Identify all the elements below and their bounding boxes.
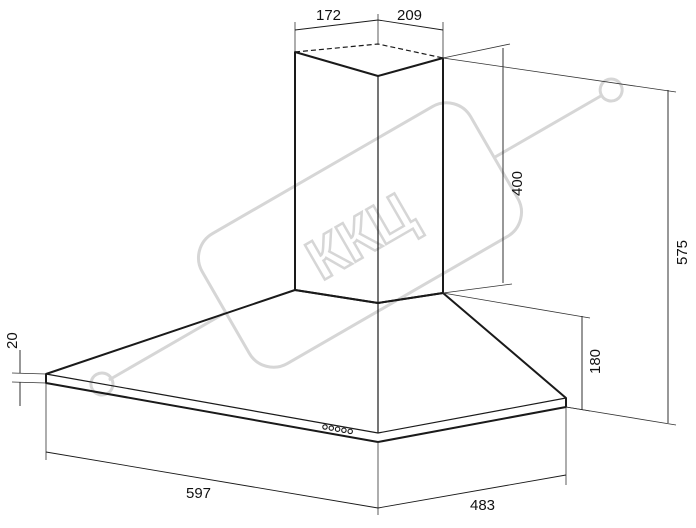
- dim-total-height: 575: [442, 57, 691, 426]
- dim-label-hood-width: 597: [186, 485, 211, 502]
- dim-chimney-width: 172: [294, 7, 379, 52]
- dim-label-total-height: 575: [674, 240, 691, 265]
- dim-label-chimney-depth: 209: [397, 7, 422, 24]
- control-button-3: [334, 426, 341, 432]
- control-button-4: [341, 427, 347, 434]
- watermark-logo: ККЦ: [89, 77, 624, 397]
- control-button-2: [328, 425, 335, 431]
- dim-chimney-depth: 209: [377, 7, 444, 58]
- control-buttons: [322, 424, 353, 435]
- dim-edge-thickness: 20: [4, 332, 47, 406]
- control-button-1: [322, 424, 328, 430]
- dim-hood-width: 597: [45, 383, 379, 515]
- dim-canopy-height: 180: [442, 292, 604, 412]
- dim-label-hood-depth: 483: [470, 497, 495, 514]
- dim-label-canopy-height: 180: [587, 349, 604, 374]
- dim-label-chimney-height: 400: [509, 171, 526, 196]
- watermark-text: ККЦ: [295, 180, 426, 293]
- dim-label-chimney-width: 172: [316, 7, 341, 24]
- dim-chimney-height: 400: [442, 43, 526, 294]
- dim-hood-depth: 483: [377, 407, 567, 514]
- control-button-5: [347, 428, 353, 435]
- canopy: [45, 289, 567, 443]
- dim-label-edge-thickness: 20: [4, 332, 21, 349]
